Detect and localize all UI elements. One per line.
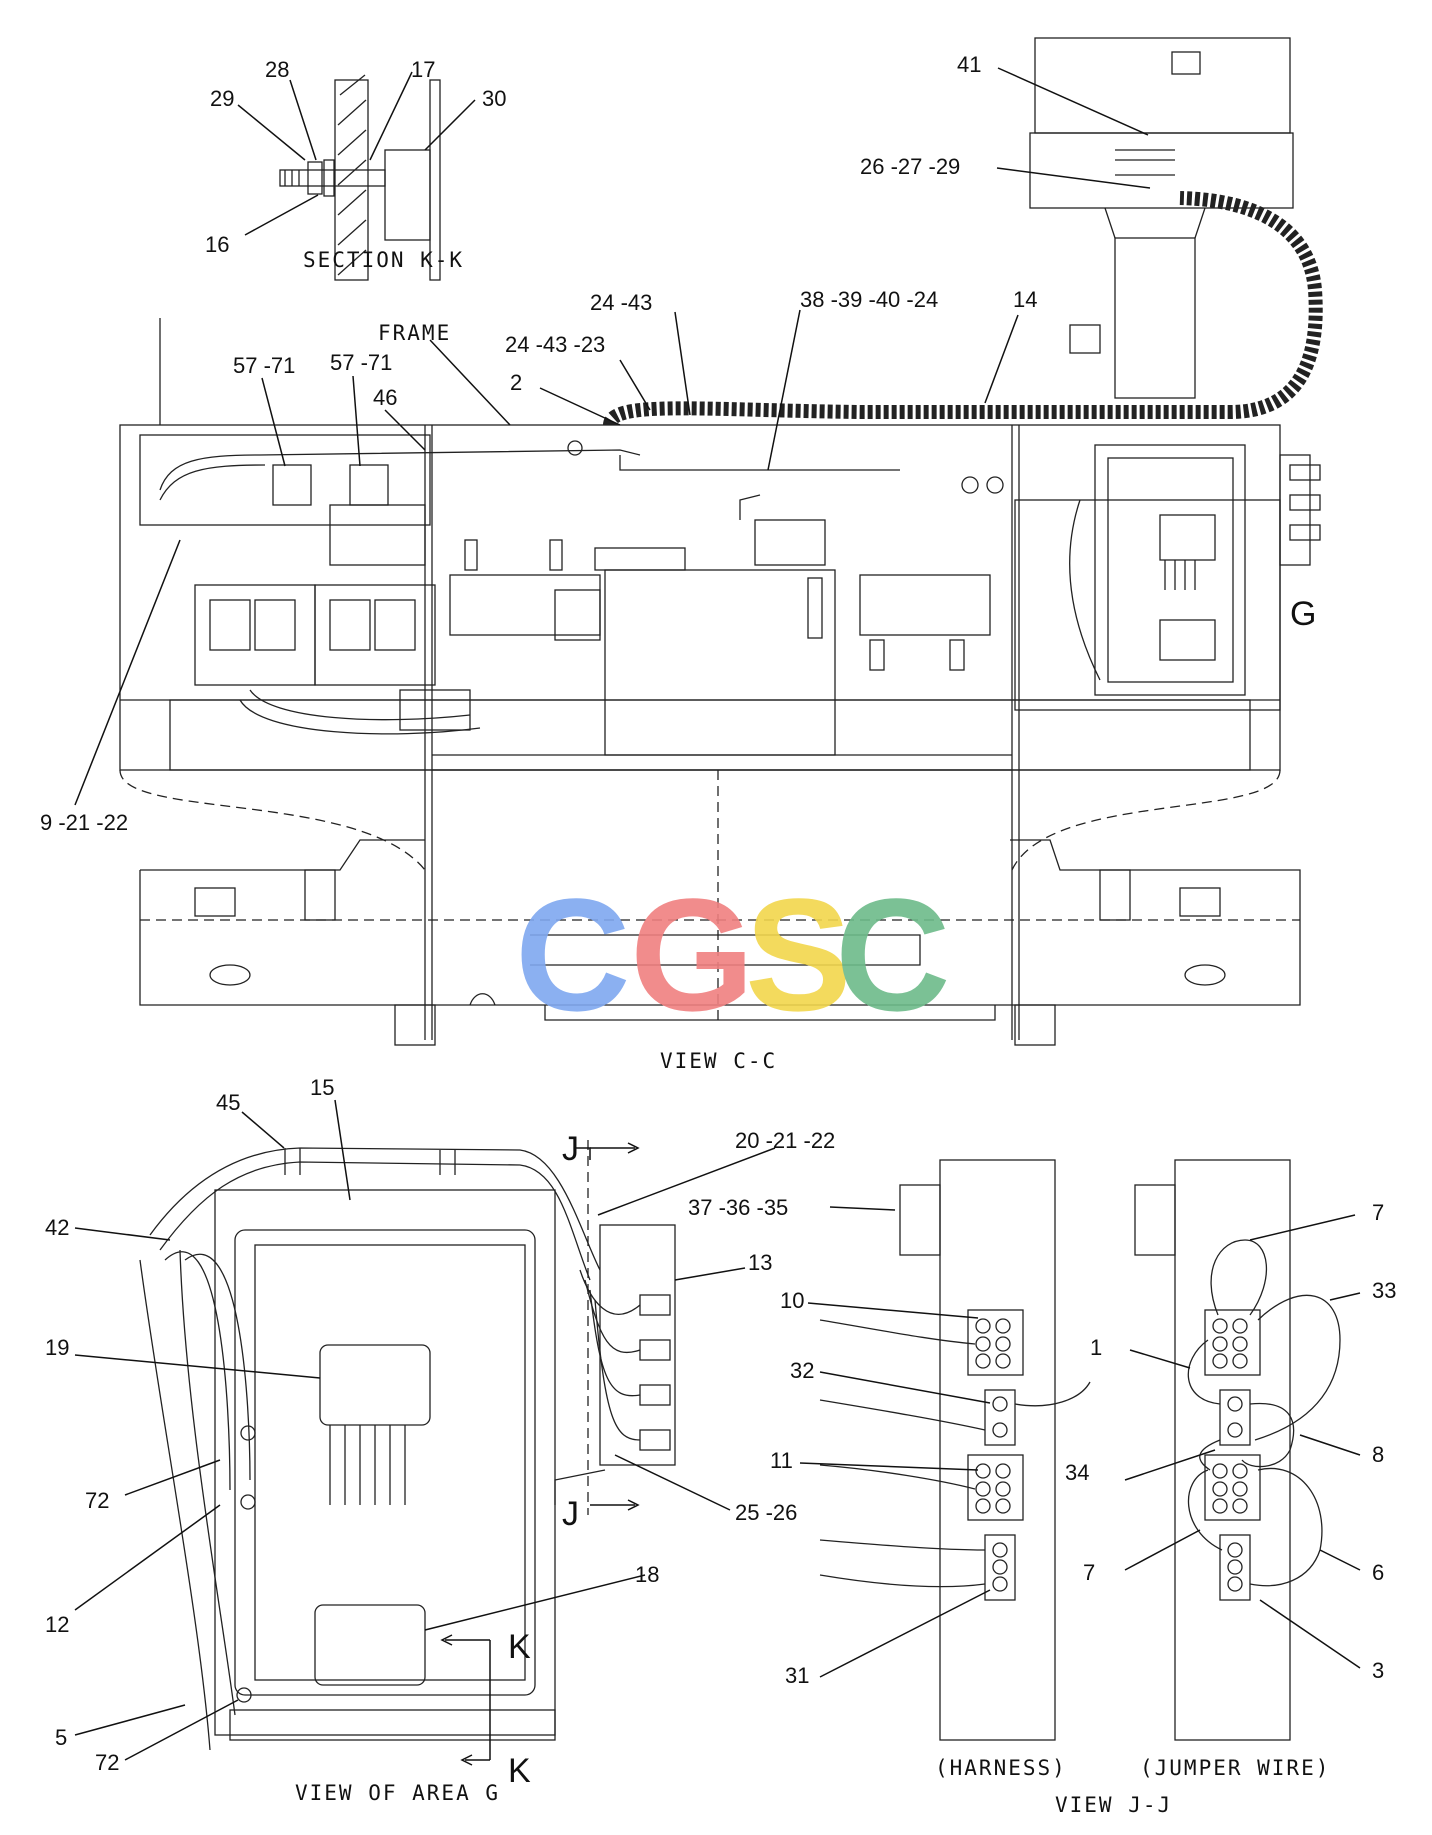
view-area-g-drawing: 45 15 20 -21 -22 42 13 19 72 12 25 -26 1… xyxy=(45,1075,896,1805)
callout-label: 28 xyxy=(265,57,289,82)
callout-label: 7 xyxy=(1083,1560,1095,1585)
view-cc-title: VIEW C-C xyxy=(660,1049,777,1073)
watermark-letter: C xyxy=(835,865,951,1044)
callout-label: 7 xyxy=(1372,1200,1384,1225)
callout-label: 37 -36 -35 xyxy=(688,1195,788,1220)
callout-label: 12 xyxy=(45,1612,69,1637)
callout-label: 25 -26 xyxy=(735,1500,797,1525)
callout-label: 29 xyxy=(210,86,234,111)
callout-label: 26 -27 -29 xyxy=(860,154,960,179)
watermark-letter: G xyxy=(630,865,754,1044)
callout-label: 18 xyxy=(635,1562,659,1587)
callout-label: 13 xyxy=(748,1250,772,1275)
callout-label: 9 -21 -22 xyxy=(40,810,128,835)
callout-label: 31 xyxy=(785,1663,809,1688)
jumper-caption: (JUMPER WIRE) xyxy=(1140,1756,1330,1780)
section-letter: J xyxy=(562,1495,579,1533)
callout-label: 38 -39 -40 -24 xyxy=(800,287,938,312)
section-letter: K xyxy=(508,1752,531,1790)
callout-label: 19 xyxy=(45,1335,69,1360)
callout-label: 42 xyxy=(45,1215,69,1240)
callout-label: 24 -43 -23 xyxy=(505,332,605,357)
callout-label: 72 xyxy=(95,1750,119,1775)
callout-label: 32 xyxy=(790,1358,814,1383)
callout-label: 11 xyxy=(770,1448,793,1473)
view-cc-drawing: 41 26 -27 -29 24 -43 38 -39 -40 -24 14 2… xyxy=(40,37,1323,1073)
section-kk-title: SECTION K-K xyxy=(303,248,464,272)
callout-label: 57 -71 xyxy=(233,353,295,378)
callout-label: 17 xyxy=(411,57,435,82)
callout-label: 72 xyxy=(85,1488,109,1513)
callout-label: 16 xyxy=(205,232,229,257)
callout-label: 6 xyxy=(1372,1560,1384,1585)
section-kk-detail: 29 28 17 30 16 SECTION K-K xyxy=(205,57,506,281)
frame-label: FRAME xyxy=(378,321,451,345)
callout-label: 5 xyxy=(55,1725,67,1750)
callout-label: 57 -71 xyxy=(330,350,392,375)
callout-label: 3 xyxy=(1372,1658,1384,1683)
callout-label: 45 xyxy=(216,1090,240,1115)
view-area-g-title: VIEW OF AREA G xyxy=(295,1781,500,1805)
callout-label: 24 -43 xyxy=(590,290,652,315)
harness-caption: (HARNESS) xyxy=(935,1756,1067,1780)
watermark-letter: C xyxy=(515,865,631,1044)
view-jj-drawing: 10 32 11 31 (HARNESS) xyxy=(770,1159,1396,1817)
callout-label: 8 xyxy=(1372,1442,1384,1467)
area-g-letter: G xyxy=(1290,595,1316,633)
callout-label: 33 xyxy=(1372,1278,1396,1303)
callout-label: 14 xyxy=(1013,287,1037,312)
callout-label: 20 -21 -22 xyxy=(735,1128,835,1153)
callout-label: 10 xyxy=(780,1288,804,1313)
section-letter: K xyxy=(508,1628,531,1666)
view-jj-title: VIEW J-J xyxy=(1055,1793,1172,1817)
cgsc-watermark: C G S C xyxy=(515,865,951,1044)
callout-label: 15 xyxy=(310,1075,334,1100)
callout-label: 2 xyxy=(510,370,522,395)
callout-label: 46 xyxy=(373,385,397,410)
callout-label: 30 xyxy=(482,86,506,111)
callout-label: 34 xyxy=(1065,1460,1089,1485)
callout-label: 41 xyxy=(957,52,981,77)
section-letter: J xyxy=(562,1130,579,1168)
callout-label: 1 xyxy=(1090,1335,1102,1360)
watermark-letter: S xyxy=(745,865,852,1044)
